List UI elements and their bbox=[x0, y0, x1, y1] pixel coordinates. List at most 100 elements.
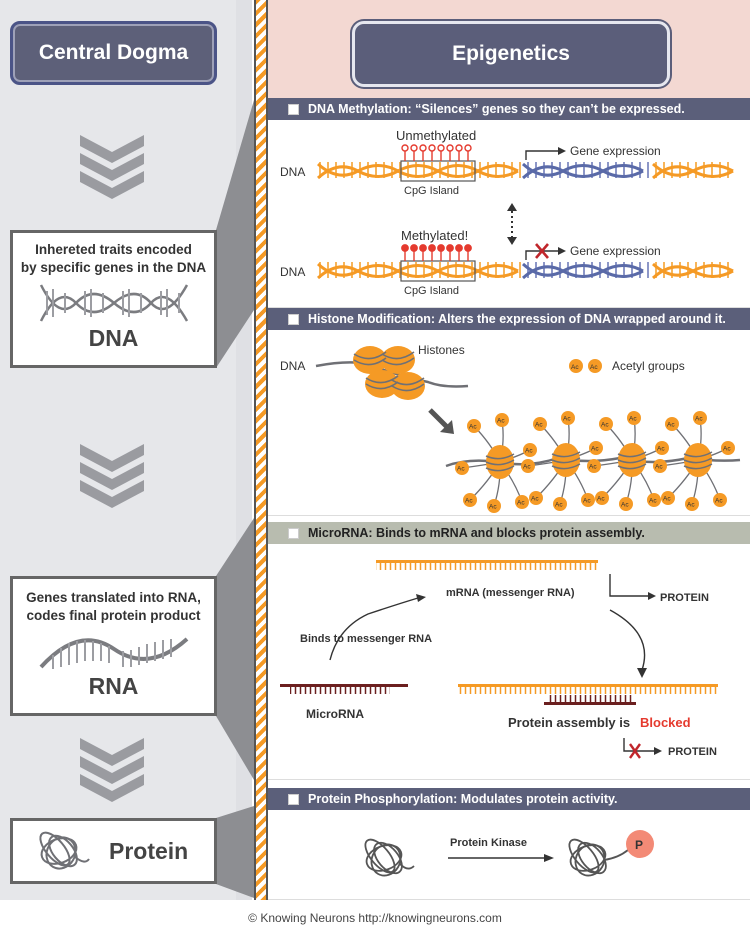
dna-strand-unmethylated bbox=[316, 162, 734, 180]
methylation-header: DNA Methylation: “Silences” genes so the… bbox=[268, 98, 750, 120]
acetyl-group-label: Ac bbox=[657, 446, 665, 453]
phosphorylation-header: Protein Phosphorylation: Modulates prote… bbox=[268, 788, 750, 810]
unmethylated-label: Unmethylated bbox=[396, 128, 476, 143]
acetyl-group-icon bbox=[467, 419, 481, 433]
checkbox-icon bbox=[288, 793, 299, 805]
chevrons-middle bbox=[80, 444, 144, 508]
acetyl-group-icon bbox=[647, 493, 661, 507]
microrna-diagram: mRNA (messenger RNA) PROTEIN Binds to me… bbox=[280, 560, 718, 759]
acetyl-group-label: Ac bbox=[517, 500, 525, 507]
cpg-island-box-2 bbox=[400, 260, 476, 282]
methylation-header-text: DNA Methylation: “Silences” genes so the… bbox=[308, 102, 685, 116]
acetyl-group-icon bbox=[487, 499, 501, 513]
histone-wrap bbox=[617, 457, 647, 464]
checkbox-icon bbox=[288, 313, 299, 325]
protein-output-label-2: PROTEIN bbox=[668, 746, 717, 758]
bound-microrna-teeth bbox=[548, 695, 632, 702]
mrna-bottom-strand bbox=[458, 684, 718, 687]
acetyl-group-label: Ac bbox=[497, 418, 505, 425]
histone-header-text: Histone Modification: Alters the express… bbox=[308, 312, 726, 326]
microrna-strand bbox=[280, 684, 408, 687]
rna-strand-icon bbox=[39, 637, 188, 669]
chevrons-top bbox=[80, 135, 144, 199]
acetyl-group-label: Ac bbox=[715, 498, 723, 505]
acetyl-group-icon bbox=[713, 493, 727, 507]
microrna-header: MicroRNA: Binds to mRNA and blocks prote… bbox=[268, 522, 750, 544]
acetyl-group-label: Ac bbox=[663, 496, 671, 503]
central-dogma-title: Central Dogma bbox=[10, 21, 217, 85]
acetyl-group-label: Ac bbox=[695, 416, 703, 423]
acetyl-group-label: Ac bbox=[469, 424, 477, 431]
histone-wrap bbox=[683, 451, 713, 458]
histone-cluster bbox=[353, 346, 425, 400]
dna-label-2: DNA bbox=[280, 265, 305, 279]
microrna-teeth bbox=[290, 687, 390, 694]
dotted-double-arrow bbox=[507, 203, 517, 245]
protein-output-label-1: PROTEIN bbox=[660, 592, 709, 604]
rna-label: RNA bbox=[88, 673, 139, 699]
dna-helix-icon bbox=[39, 284, 188, 322]
dna-box-line1: Inhereted traits encoded bbox=[35, 242, 192, 257]
footer-credit: © Knowing Neurons http://knowingneurons.… bbox=[0, 902, 750, 934]
methylation-body: DNA Un bbox=[268, 120, 750, 308]
dna-box-line2: by specific genes in the DNA bbox=[20, 260, 207, 275]
acetyl-group-icon bbox=[495, 413, 509, 427]
acetyl-group-icon bbox=[589, 441, 603, 455]
histone-wrap bbox=[551, 463, 581, 470]
gene-expression-label-2: Gene expression bbox=[570, 244, 661, 258]
dna-strand-methylated bbox=[316, 262, 734, 280]
funnel-connectors bbox=[80, 100, 254, 898]
phosphate-label: P bbox=[635, 838, 643, 852]
acetyl-group-icon bbox=[665, 417, 679, 431]
acetyl-group-label: Ac bbox=[601, 422, 609, 429]
acetyl-group-icon bbox=[595, 491, 609, 505]
blocked-x-icon-1 bbox=[535, 243, 549, 259]
acetyl-group-icon bbox=[553, 497, 567, 511]
checkbox-icon bbox=[288, 103, 299, 115]
bound-microrna-strand bbox=[544, 702, 636, 705]
protein-label: Protein bbox=[109, 838, 189, 864]
acetyl-group-label: Ac bbox=[525, 448, 533, 455]
mrna-bottom-teeth bbox=[458, 687, 718, 694]
acetyl-group-label: Ac bbox=[687, 502, 695, 509]
acetyl-group-icon bbox=[653, 459, 667, 473]
protein-coil-icon bbox=[39, 831, 90, 870]
acetyl-group-label: Ac bbox=[583, 498, 591, 505]
rna-box: Genes translated into RNA, codes final p… bbox=[10, 576, 217, 716]
acetyl-group-icon bbox=[515, 495, 529, 509]
acetyl-group-icon bbox=[693, 411, 707, 425]
acetyl-group-label: Ac bbox=[465, 498, 473, 505]
mrna-top-teeth bbox=[376, 563, 598, 570]
histone-wrap bbox=[485, 465, 515, 472]
acetyl-group-label: Ac bbox=[597, 496, 605, 503]
acetyl-group-icon bbox=[463, 493, 477, 507]
down-arrow bbox=[609, 609, 646, 671]
methylation-diagram: DNA Un bbox=[280, 128, 734, 297]
acetyl-group-label: Ac bbox=[489, 504, 497, 511]
acetyl-group-icon bbox=[523, 443, 537, 457]
histone-wrap bbox=[551, 457, 581, 464]
histone-wrap bbox=[617, 451, 647, 458]
phosphate-icon bbox=[626, 830, 654, 858]
acetyl-group-icon bbox=[587, 459, 601, 473]
microrna-body: mRNA (messenger RNA) PROTEIN Binds to me… bbox=[268, 544, 750, 780]
histone-diagram: DNA Histones Ac Ac Acetyl groups bbox=[280, 343, 741, 513]
acetyl-group-icon bbox=[533, 417, 547, 431]
acetyl-group-label: Ac bbox=[531, 496, 539, 503]
histone-wrap bbox=[551, 451, 581, 458]
histone-wrap bbox=[617, 463, 647, 470]
histone-wrap bbox=[485, 459, 515, 466]
down-right-arrow-icon bbox=[428, 408, 454, 434]
microrna-label: MicroRNA bbox=[306, 707, 364, 721]
protein-coil-before-icon bbox=[364, 838, 415, 877]
histones-label: Histones bbox=[418, 343, 465, 357]
methylated-label: Methylated! bbox=[401, 228, 468, 243]
acetyl-group-label: Ac bbox=[589, 464, 597, 471]
acetyl-group-icon bbox=[619, 497, 633, 511]
acetyl-group-icon bbox=[627, 411, 641, 425]
orange-divider bbox=[254, 0, 268, 900]
binds-label: Binds to messenger RNA bbox=[300, 633, 432, 645]
acetyl-group-label: Ac bbox=[667, 422, 675, 429]
chevrons-bottom bbox=[80, 738, 144, 802]
